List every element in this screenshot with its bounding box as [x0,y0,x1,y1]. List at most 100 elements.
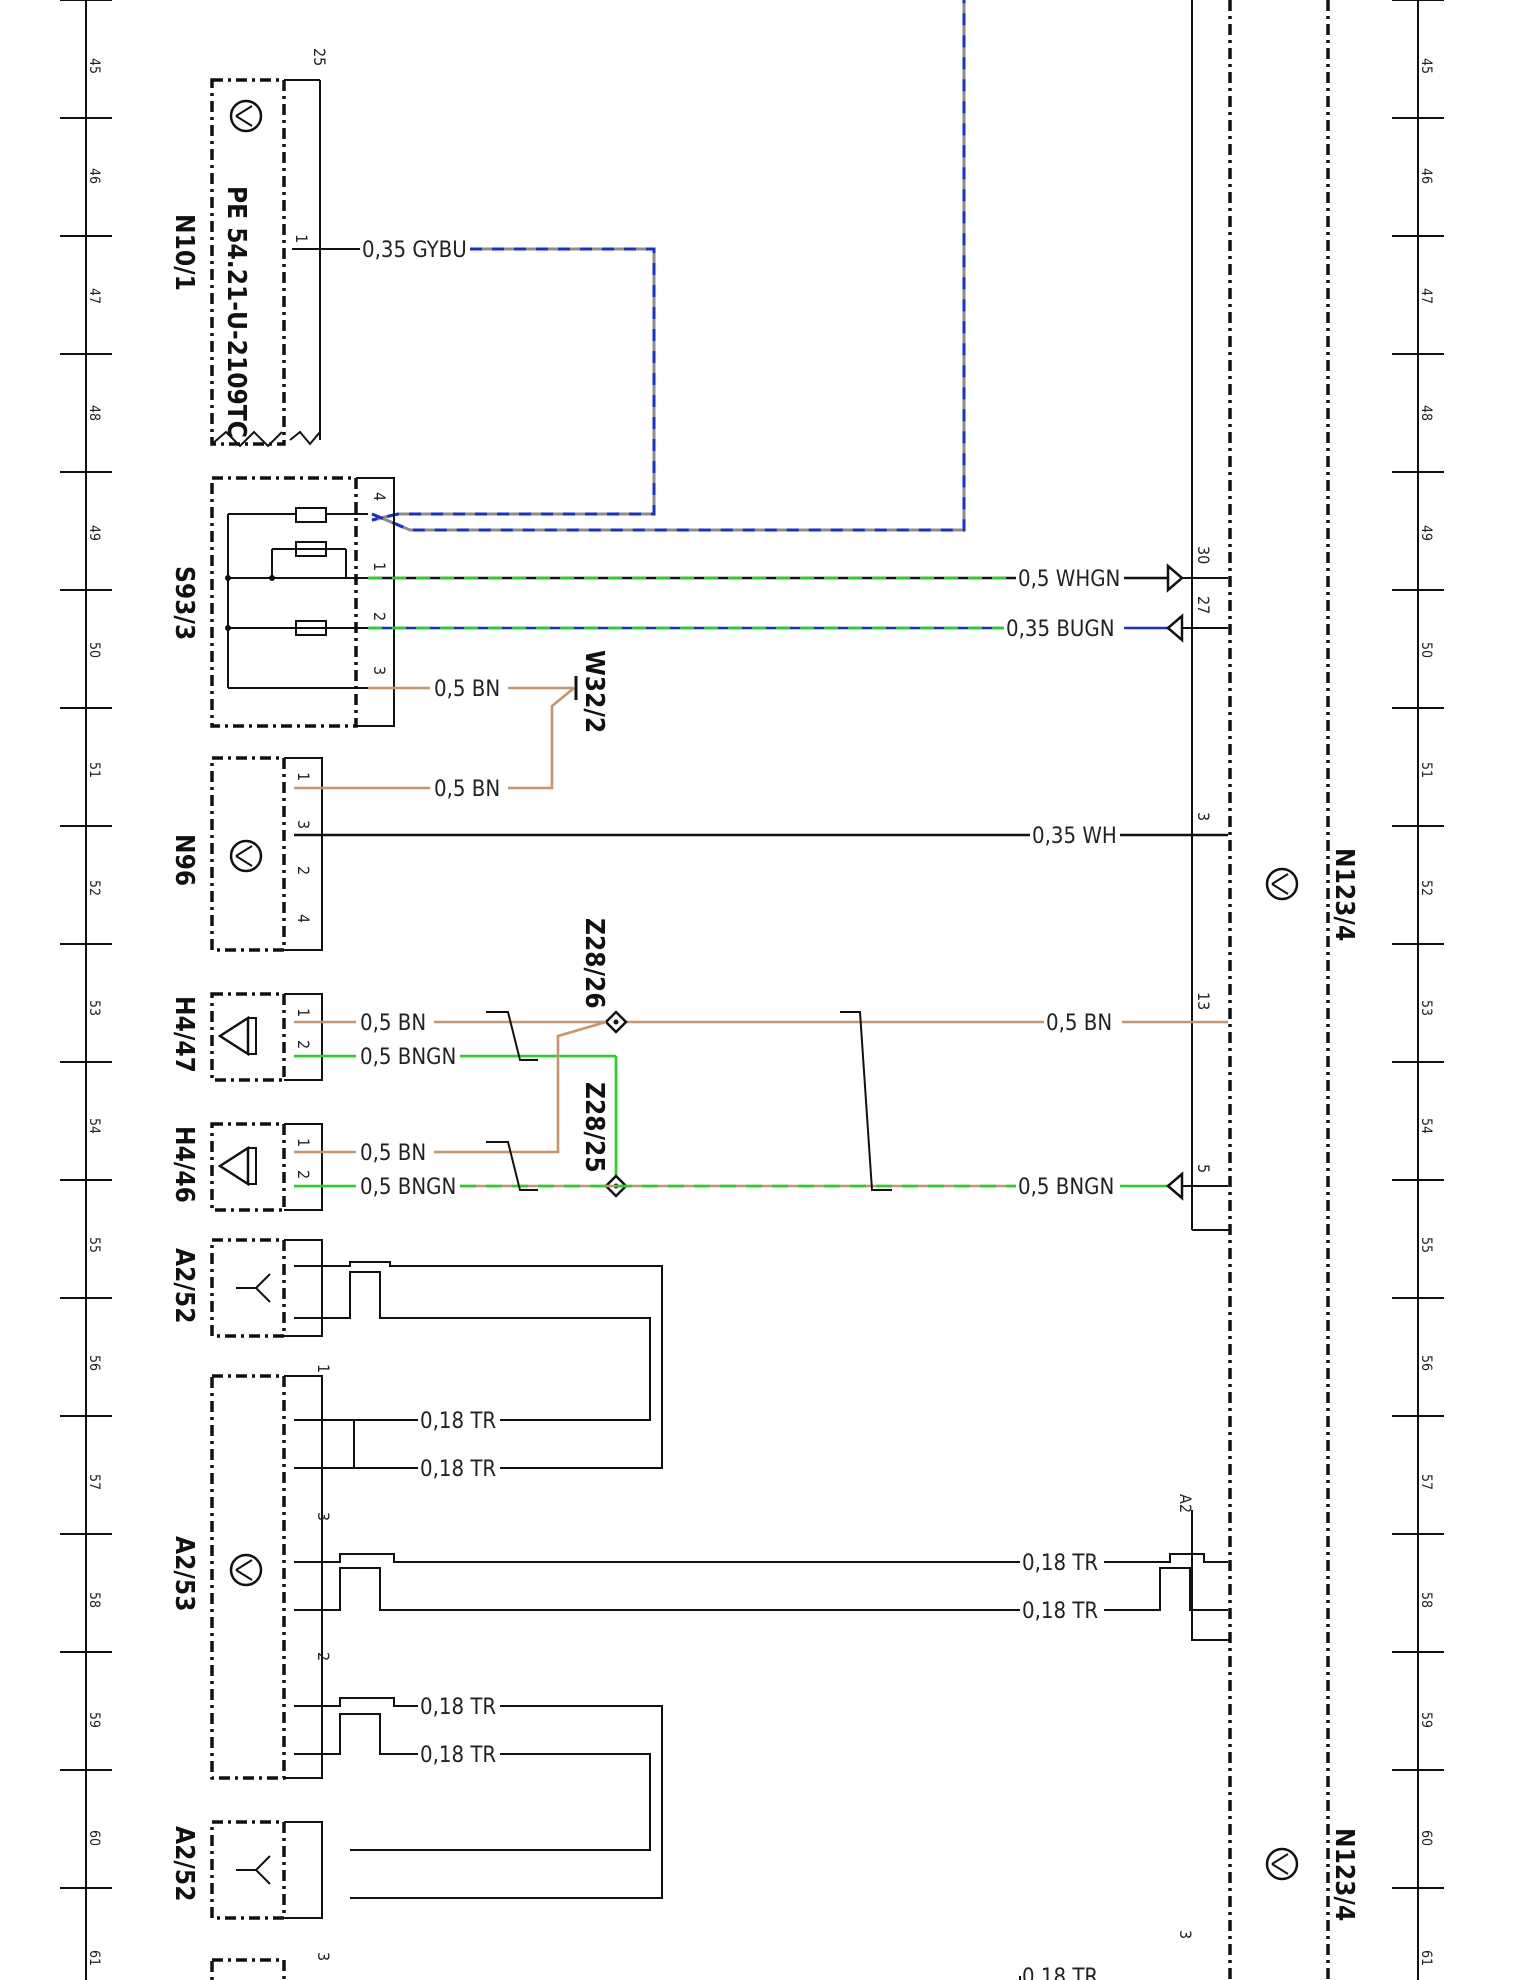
grid-number: 54 [1418,1118,1434,1134]
wire-bngn-h446: 0,5 BNGN 0,5 BNGN [294,1171,1228,1201]
twisted-pair-markers [486,1011,892,1191]
wire-label: 0,18 TR [420,1743,496,1768]
grid-number: 56 [1418,1355,1434,1371]
z28-26-splice[interactable]: Z28/26 [579,918,628,1034]
pin-label: 2 [294,866,313,875]
n10-1-note: PE 54.21-U-2109TC [221,186,251,438]
grid-number: 51 [1418,762,1434,778]
wire-label: 0,18 TR [420,1457,496,1482]
wire-tr-56: 0,18 TR 0,18 TR [294,1409,496,1482]
wire-wh: 0,35 WH [294,824,1228,849]
grid-number: 47 [86,288,102,304]
grid-number: 58 [86,1592,102,1608]
grid-number: 61 [1418,1950,1434,1966]
pin-label: 3 [294,820,313,829]
grid-number: 61 [86,1950,102,1966]
h4-46-label: H4/46 [169,1126,199,1203]
wire-label: 0,35 GYBU [362,238,467,263]
grid-number: 55 [1418,1237,1434,1253]
grid-numbers-right: 45 46 47 48 49 50 51 52 53 54 55 56 57 5… [1418,58,1434,1966]
grid-number: 50 [1418,642,1434,658]
grid-number: 51 [86,762,102,778]
wire-bngn-h447: 0,5 BNGN [294,1045,618,1186]
pin-label: 3 [314,1512,333,1521]
pin-label: 4 [294,914,313,923]
grid-number: 60 [1418,1830,1434,1846]
wire-label: 0,18 TR [1022,1965,1098,1980]
pin-label: 3 [314,1952,333,1961]
pin-label: 13 [1194,992,1213,1010]
a2-53-unit: A2/53 1 3 2 3 [169,1364,333,1961]
z28-25-splice[interactable]: Z28/25 [579,1082,628,1198]
grid-number: 59 [86,1712,102,1728]
grid-number: 49 [86,525,102,541]
grid-number: 47 [1418,288,1434,304]
wire-label: 0,5 BN [360,1011,426,1036]
pin-label: 1 [294,1008,313,1017]
grid-number: 49 [1418,525,1434,541]
wire-label: 0,5 BNGN [1018,1175,1114,1200]
a2-52-label: A2/52 [169,1248,199,1323]
wire-label: 0,18 TR [1022,1551,1098,1576]
pin-label: 2 [294,1170,313,1179]
wire-label: 0,5 BNGN [360,1175,456,1200]
wire-bn-h447: 0,5 BN 0,5 BN [294,1011,1228,1036]
a2-53-label: A2/53 [169,1536,199,1611]
n96-component: N96 1 3 2 4 [169,756,323,952]
wire-label: 0,5 BN [434,677,500,702]
grid-number: 45 [86,58,102,74]
n123-4-symbol [1265,867,1299,1881]
z28-26-label: Z28/26 [579,918,609,1009]
n10-1-component: PE 54.21-U-2109TC N10/1 25 1 [169,48,329,448]
pin-label: A2 [1176,1494,1195,1513]
wire-label: 0,5 BNGN [360,1045,456,1070]
wire-label: 0,35 BUGN [1006,617,1115,642]
w32-2-label: W32/2 [579,650,609,733]
grid-number: 56 [86,1355,102,1371]
grid-number: 58 [1418,1592,1434,1608]
h4-47-component: H4/47 1 2 [169,992,323,1082]
grid-number: 48 [1418,405,1434,421]
wire-gybu: 0,35 GYBU [292,0,966,532]
h4-47-label: H4/47 [169,996,199,1073]
wire-tr-61: 0,18 TR [210,1958,1098,1980]
grid-number: 53 [1418,1000,1434,1016]
wire-label: 0,5 WHGN [1018,567,1120,592]
grid-number: 46 [86,168,102,184]
s93-3-label: S93/3 [169,566,199,640]
grid-number: 54 [86,1118,102,1134]
grid-number: 59 [1418,1712,1434,1728]
wire-label: 0,35 WH [1032,824,1117,849]
pin-label: 1 [294,772,313,781]
pin-label: 2 [294,1040,313,1049]
pin-label: 1 [314,1364,333,1373]
a2-52-label-2: A2/52 [169,1826,199,1901]
pin-label: 3 [1176,1930,1195,1939]
n123-4-unit: N123/4 N123/4 30 27 3 13 5 A2 3 [1176,0,1359,1980]
wire-bn-n96: 0,5 BN [294,686,575,802]
a2-52-antenna-top: A2/52 [169,1238,663,1469]
wire-label: 0,5 BN [360,1141,426,1166]
pin-label: 5 [1194,1164,1213,1173]
grid-number: 45 [1418,58,1434,74]
pin-label: 1 [370,562,389,571]
grid-number: 53 [86,1000,102,1016]
wire-bn-s93: 0,5 BN W32/2 [368,650,609,733]
wire-tr-59: 0,18 TR 0,18 TR [294,1695,663,1899]
grid-number: 48 [86,405,102,421]
grid-number: 50 [86,642,102,658]
pin-label: 2 [370,612,389,621]
wire-label: 0,18 TR [420,1409,496,1434]
wire-tr-58: 0,18 TR 0,18 TR [294,1551,1228,1624]
grid-number: 57 [86,1474,102,1490]
grid-frame [60,0,1444,1980]
wire-label: 0,18 TR [420,1695,496,1720]
pin-label: 30 [1194,546,1213,564]
pin-label: 3 [370,666,389,675]
pin-label: 27 [1194,596,1213,614]
pin-label: 3 [1194,812,1213,821]
n123-4-label: N123/4 [1329,848,1359,941]
pin-label: 25 [310,48,329,66]
wire-label: 0,18 TR [1022,1599,1098,1624]
s93-3-component: S93/3 4 1 2 3 [169,476,395,728]
